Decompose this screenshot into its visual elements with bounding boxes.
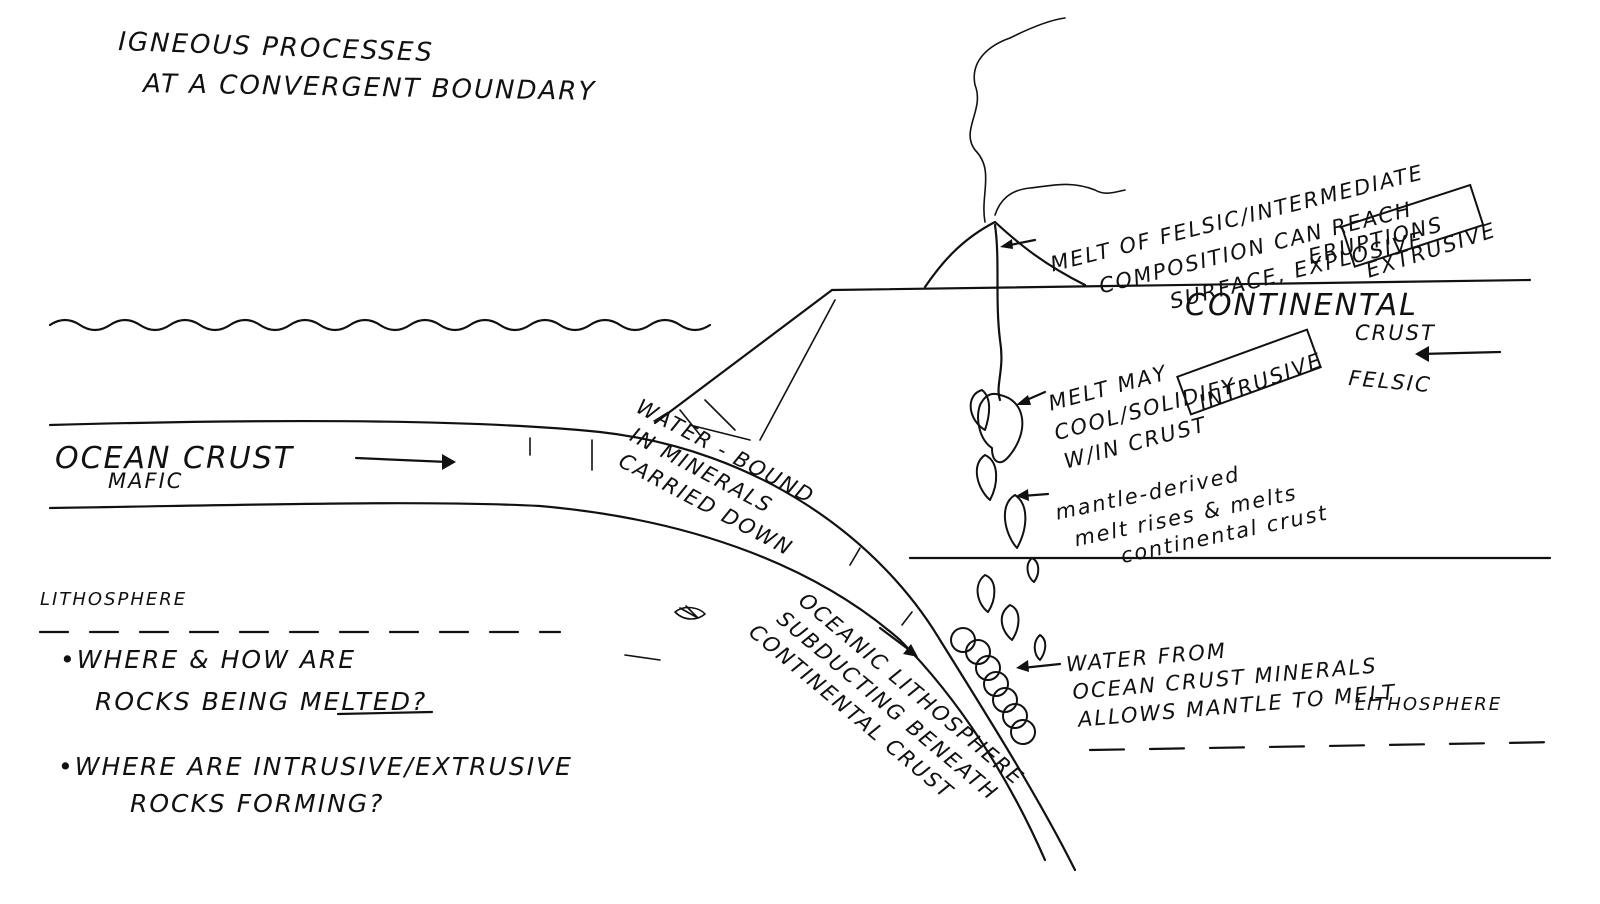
lithosphere-right-label: LITHOSPHERE xyxy=(1355,694,1502,715)
lithosphere-left-label: LITHOSPHERE xyxy=(40,589,187,610)
continental-slope xyxy=(653,288,834,425)
title-line-2: AT A CONVERGENT BOUNDARY xyxy=(141,69,597,107)
crust-label: CRUST xyxy=(1355,321,1436,345)
arrow-felsic xyxy=(1418,350,1502,356)
magma-drop-2 xyxy=(1003,494,1027,549)
water-from-label: WATER FROM OCEAN CRUST MINERALS ALLOWS M… xyxy=(1065,639,1398,732)
oceanic-litho-line-2: SUBDUCTING BENEATH xyxy=(772,606,1003,805)
mafic-label: MAFIC xyxy=(108,469,183,493)
accretion-hatch-3 xyxy=(689,424,751,441)
magma-drop-6 xyxy=(1033,634,1047,661)
question-2-line-1: •WHERE ARE INTRUSIVE/EXTRUSIVE xyxy=(58,752,573,781)
scribble-blob xyxy=(674,605,706,620)
intrusive-box xyxy=(1176,328,1322,416)
ocean-crust-bottom xyxy=(48,502,1047,862)
magma-drop-1 xyxy=(975,454,998,501)
crust-tick-3 xyxy=(849,547,861,566)
magma-drop-4 xyxy=(1026,557,1040,583)
continental-slope-inner xyxy=(759,299,836,441)
magma-chamber xyxy=(977,392,1024,464)
question-1-line-2: ROCKS BEING MELTED? xyxy=(95,687,427,716)
magma-drop-5 xyxy=(1000,604,1020,641)
continental-surface-line xyxy=(830,278,1532,292)
crust-tick-4 xyxy=(901,611,913,626)
eruption-plume xyxy=(969,17,1126,223)
melted-underline xyxy=(336,710,434,716)
oceanic-litho-label: OCEANIC LITHOSPHERE SUBDUCTING BENEATH C… xyxy=(744,588,1028,805)
arrow-ocean-crust xyxy=(354,456,450,464)
magma-lobe xyxy=(969,389,991,431)
extrusive-box xyxy=(1340,183,1485,268)
arrow-carried-down xyxy=(878,626,914,654)
accretion-hatch-1 xyxy=(679,409,701,436)
magma-conduit xyxy=(993,223,1003,402)
lithosphere-base-right xyxy=(1088,740,1562,752)
volcano-cone xyxy=(923,220,1087,289)
felsic-label: FELSIC xyxy=(1348,366,1433,397)
ocean-crust-top xyxy=(48,419,1077,872)
title-line-1: IGNEOUS PROCESSES xyxy=(118,27,435,68)
question-2-line-2: ROCKS FORMING? xyxy=(130,789,384,818)
lithosphere-dash-mid xyxy=(624,654,661,661)
ocean-crust-label: OCEAN CRUST xyxy=(55,441,295,476)
continental-label: CONTINENTAL xyxy=(1185,288,1418,323)
melt-zone-circles xyxy=(950,627,1036,745)
magma-drop-3 xyxy=(976,574,996,613)
accretion-hatch-2 xyxy=(704,399,736,431)
water-bound-label: WATER - BOUND IN MINERALS CARRIED DOWN xyxy=(615,394,819,560)
ocean-surface-wave xyxy=(48,318,712,332)
question-1-line-1: •WHERE & HOW ARE xyxy=(60,645,356,674)
